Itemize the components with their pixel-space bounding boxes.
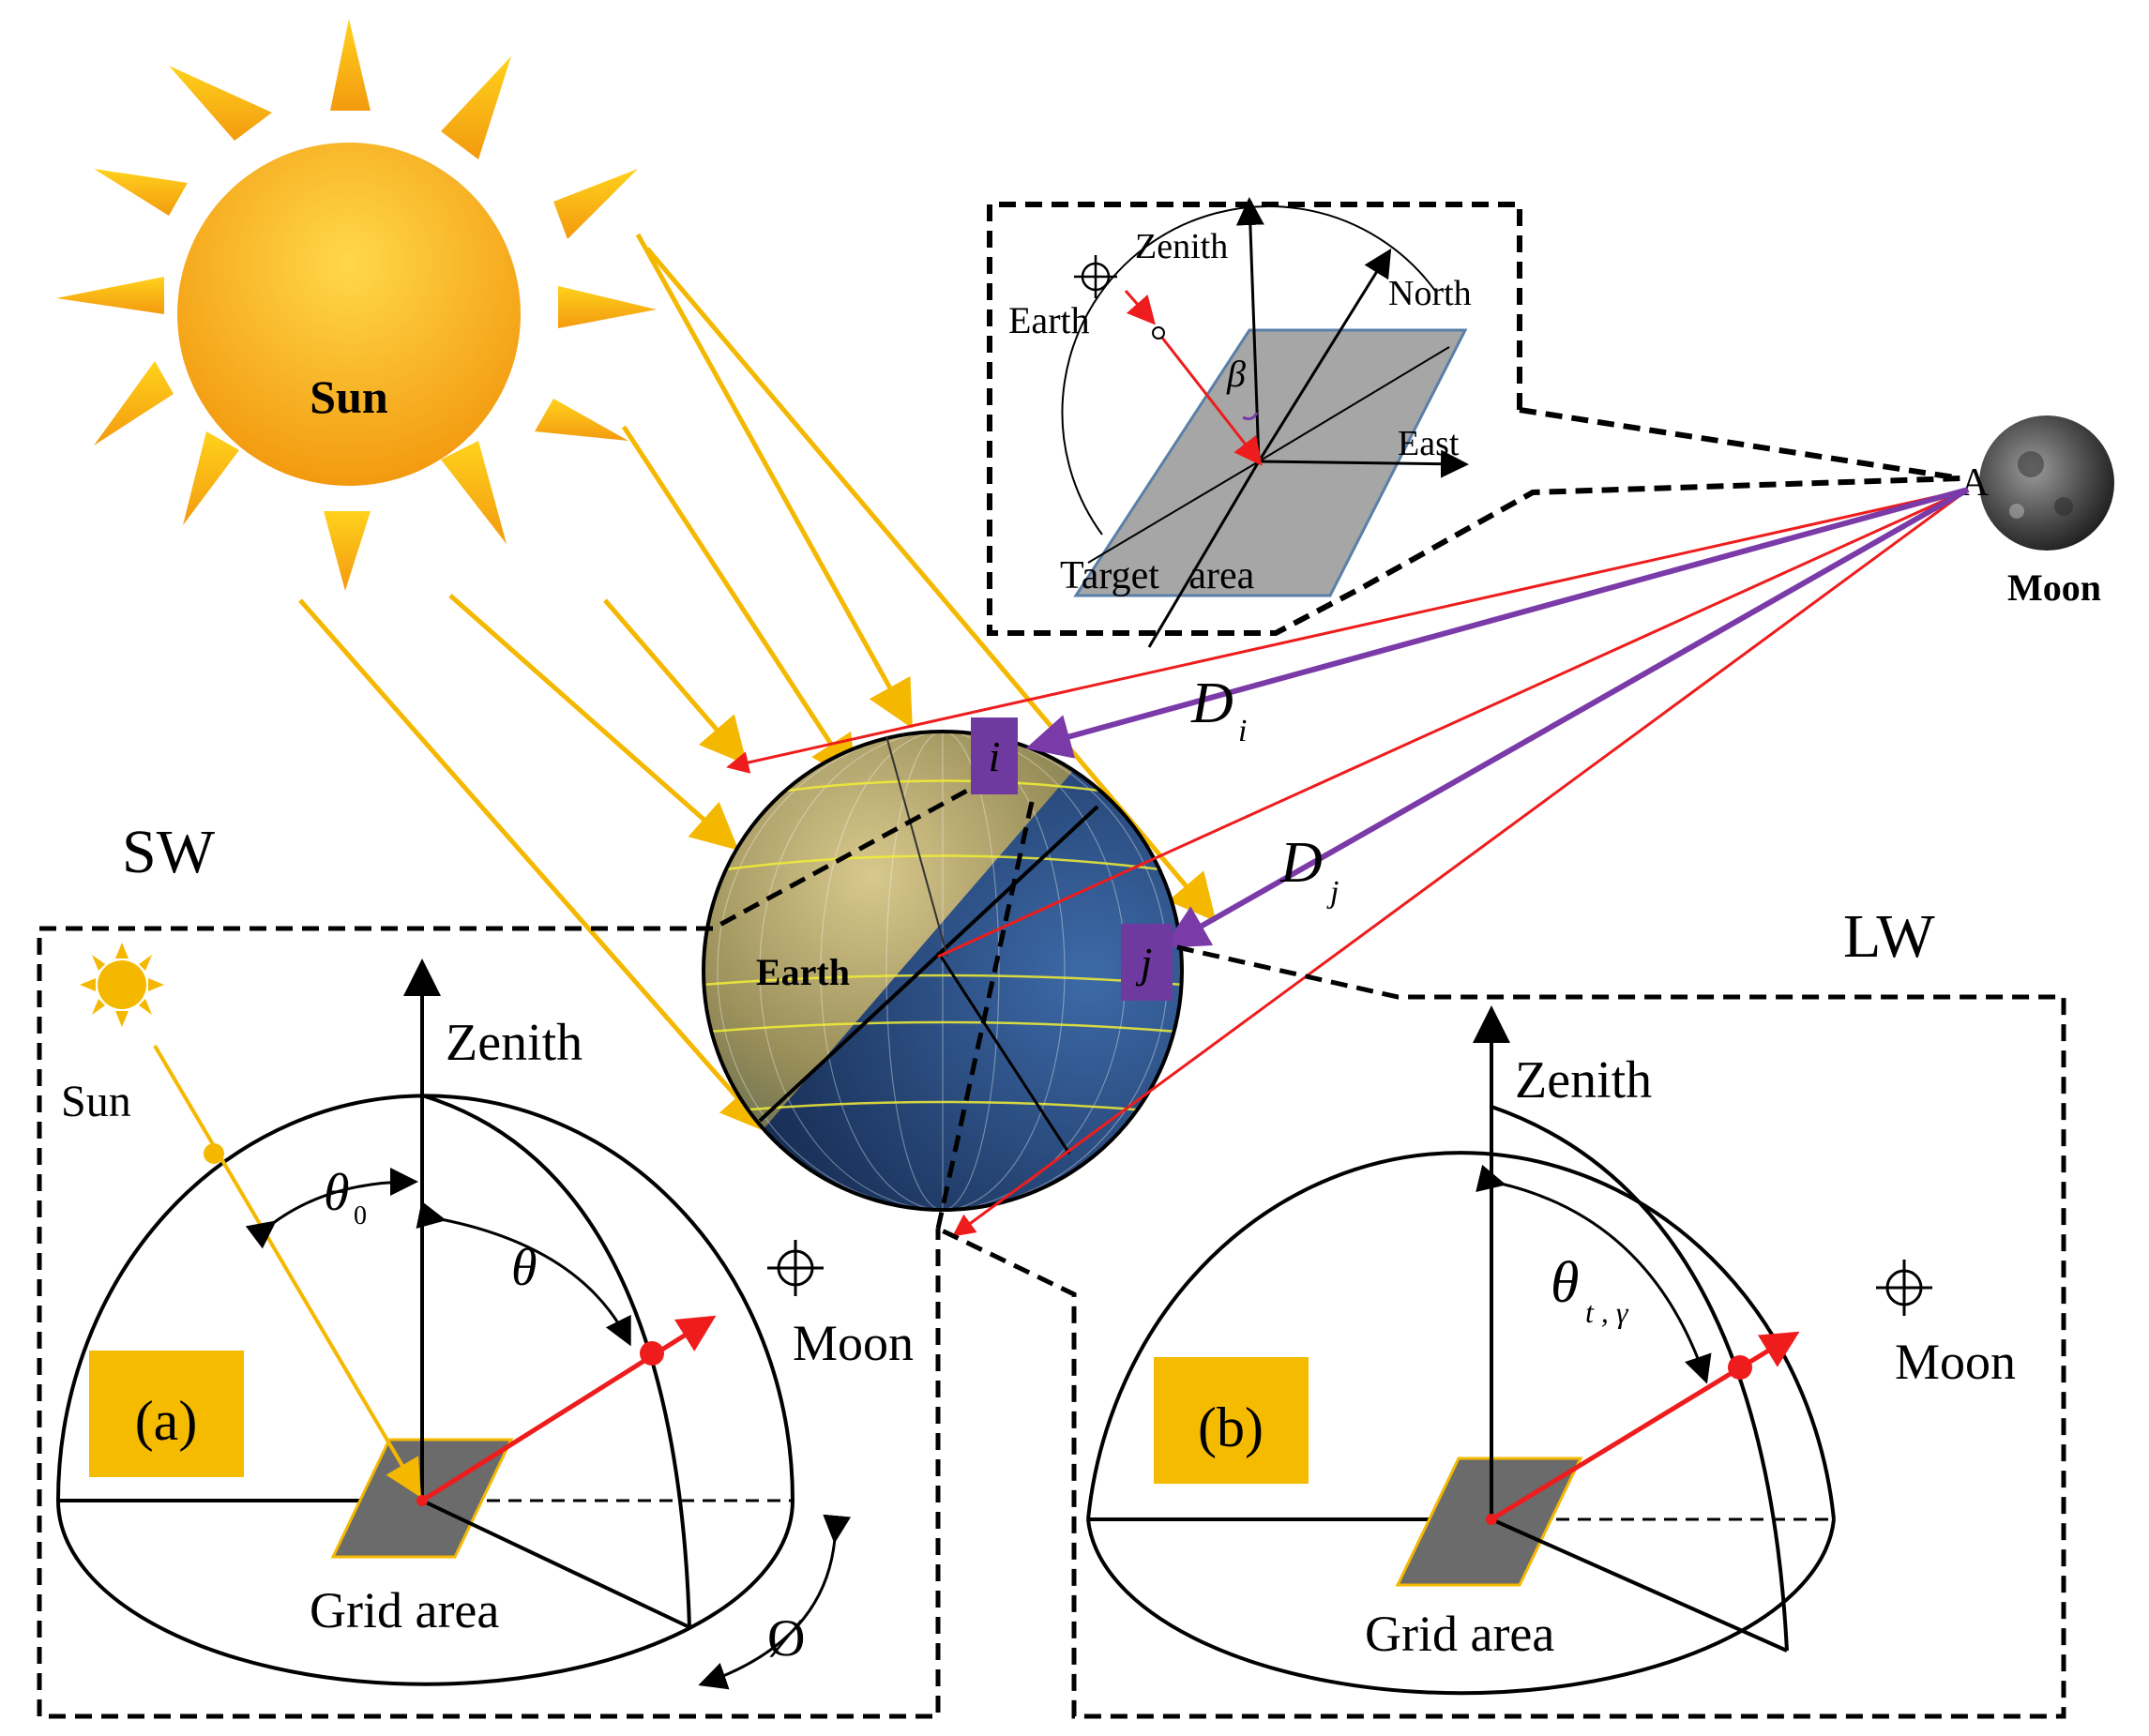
point-j-box <box>1121 924 1173 1001</box>
sw-moon-point <box>640 1341 664 1366</box>
beta-arc <box>1242 412 1259 421</box>
sw-border <box>37 926 941 1719</box>
theta0-label: θ <box>324 1164 350 1222</box>
lw-moon-crosshair-icon <box>1876 1260 1932 1316</box>
panel-lw: LW (b) Zenith Moon θ t , γ Grid area <box>936 902 2066 1719</box>
beta-label: β <box>1226 353 1246 395</box>
red-ray <box>937 488 1969 959</box>
dj-subscript: j <box>1326 875 1339 910</box>
sun-label: Sun <box>310 370 388 423</box>
east-axis <box>1258 449 1469 478</box>
solar-rays <box>298 233 1217 1133</box>
sw-moon-label: Moon <box>793 1315 914 1371</box>
moon-group: A Moon <box>1960 415 2114 609</box>
south-axis <box>1147 460 1261 648</box>
inset-east-label: East <box>1398 424 1460 463</box>
earth-point <box>1152 326 1165 340</box>
inset-border <box>987 202 1961 636</box>
sw-azimuth-line <box>421 1499 690 1629</box>
lw-azimuth-line <box>1491 1517 1788 1653</box>
sw-moon-crosshair-icon <box>767 1240 824 1296</box>
solar-ray <box>448 594 739 851</box>
earth-to-sw-dash <box>935 801 1035 1230</box>
point-i-marker: i <box>971 717 1018 794</box>
phi-angle-arrow <box>698 1514 852 1690</box>
moon-disc <box>1979 415 2114 551</box>
inset-north-label: North <box>1388 274 1472 313</box>
lw-tag: (b) <box>1198 1396 1264 1458</box>
sw-zenith-label: Zenith <box>446 1014 583 1072</box>
target-area-label: Target area <box>1060 554 1255 597</box>
point-i-label: i <box>989 732 1001 780</box>
earth-meridian-line <box>885 735 948 958</box>
lw-tag-box <box>1154 1357 1309 1484</box>
sw-sun-icon <box>80 943 164 1027</box>
earth-label: Earth <box>756 951 850 993</box>
sw-sun-ray <box>153 1044 422 1498</box>
north-axis <box>1257 248 1392 462</box>
lw-moon-point <box>1728 1355 1752 1380</box>
moon-label: Moon <box>2007 566 2101 609</box>
sw-tag-box <box>89 1351 244 1477</box>
dj-label: D <box>1279 831 1323 895</box>
theta-tgamma-angle-arrow <box>1476 1164 1712 1384</box>
earth-group: Earth <box>702 730 1184 1230</box>
di-subscript: i <box>1238 714 1247 748</box>
sw-tag: (a) <box>135 1390 198 1452</box>
phi-label: Ø <box>767 1609 805 1668</box>
purple-ray-dj <box>1162 487 1970 948</box>
panel-sw: SW <box>37 818 941 1719</box>
sw-sun-point <box>204 1143 224 1164</box>
sw-grid-area-label: Grid area <box>310 1582 499 1638</box>
sun-rays-decor <box>56 19 657 591</box>
lw-moon-label: Moon <box>1895 1334 2016 1390</box>
earth-direction-arrow <box>1157 332 1263 466</box>
theta-angle-arrow <box>416 1200 631 1347</box>
theta0-angle-arrow <box>245 1168 418 1249</box>
inset-earth-label: Earth <box>1008 299 1090 341</box>
solar-ray <box>298 598 768 1133</box>
earth-incoming-arrow <box>1124 290 1156 325</box>
lw-zenith-label: Zenith <box>1515 1051 1652 1110</box>
diag-line <box>1258 346 1450 462</box>
earth-inner-line <box>936 951 1071 1155</box>
point-i-box <box>971 717 1018 794</box>
theta0-subscript: 0 <box>354 1201 367 1230</box>
solar-ray <box>635 233 913 729</box>
red-ray <box>726 488 1969 774</box>
sw-header: SW <box>122 818 216 886</box>
theta-tgamma-subscript: t , γ <box>1585 1295 1629 1329</box>
theta-label: θ <box>511 1239 537 1297</box>
sun-group: Sun <box>56 19 657 591</box>
theta-tgamma-label: θ <box>1551 1251 1579 1315</box>
di-label: D <box>1190 672 1233 735</box>
west-line <box>1087 460 1260 564</box>
inset-zenith-label: Zenith <box>1135 227 1228 266</box>
solar-ray <box>603 598 748 765</box>
inset-leader <box>1519 407 1961 481</box>
moon-earth-rays <box>726 487 1970 1237</box>
red-ray <box>952 488 1969 1237</box>
point-j-marker: j <box>1121 924 1173 1001</box>
purple-ray-di <box>1025 487 1969 759</box>
zenith-axis <box>1235 197 1264 462</box>
lw-border <box>936 944 2066 1719</box>
lw-grid-area-label: Grid area <box>1365 1606 1554 1662</box>
point-j-label: j <box>1136 939 1153 987</box>
lw-header: LW <box>1843 902 1935 971</box>
distance-labels: D i D j <box>1190 672 1339 910</box>
sun-disc <box>177 143 521 486</box>
inset-moon-frame: Zenith North East Earth β Target area <box>987 197 1961 648</box>
moon-point-a-label: A <box>1960 461 1990 505</box>
solar-ray <box>621 425 857 784</box>
hemisphere-arc <box>1061 205 1436 536</box>
terminator-line <box>758 805 1099 1123</box>
sw-sun-label: Sun <box>61 1077 131 1126</box>
earth-crosshair-icon <box>1074 255 1117 298</box>
